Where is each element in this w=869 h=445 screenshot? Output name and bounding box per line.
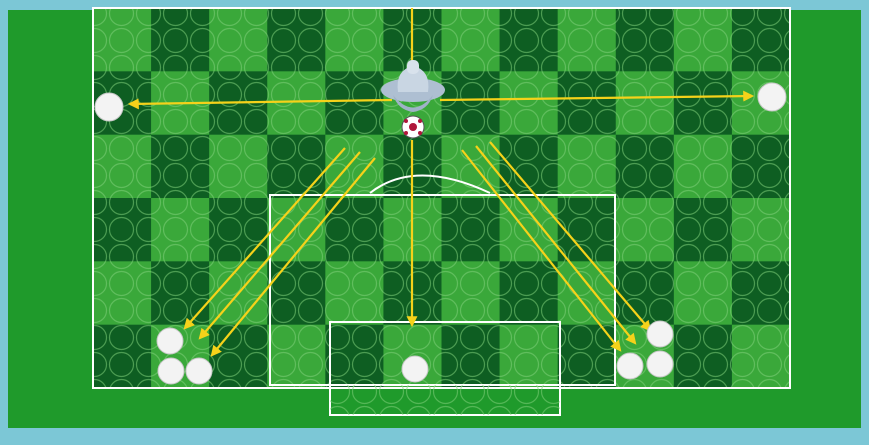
ball-marker-bl-1 (157, 328, 183, 354)
ball-marker-bl-3 (186, 358, 212, 384)
tile-circle-pattern (93, 8, 790, 388)
ball-marker-bl-2 (158, 358, 184, 384)
ball-marker-left (95, 93, 123, 121)
ball-marker-br-3 (647, 351, 673, 377)
ball-marker-br-2 (617, 353, 643, 379)
goal-net-pattern (330, 385, 560, 415)
ball-marker-right (758, 83, 786, 111)
ball-marker-center (402, 356, 428, 382)
ball-marker-br-1 (647, 321, 673, 347)
soccer-ball-icon (402, 116, 424, 138)
